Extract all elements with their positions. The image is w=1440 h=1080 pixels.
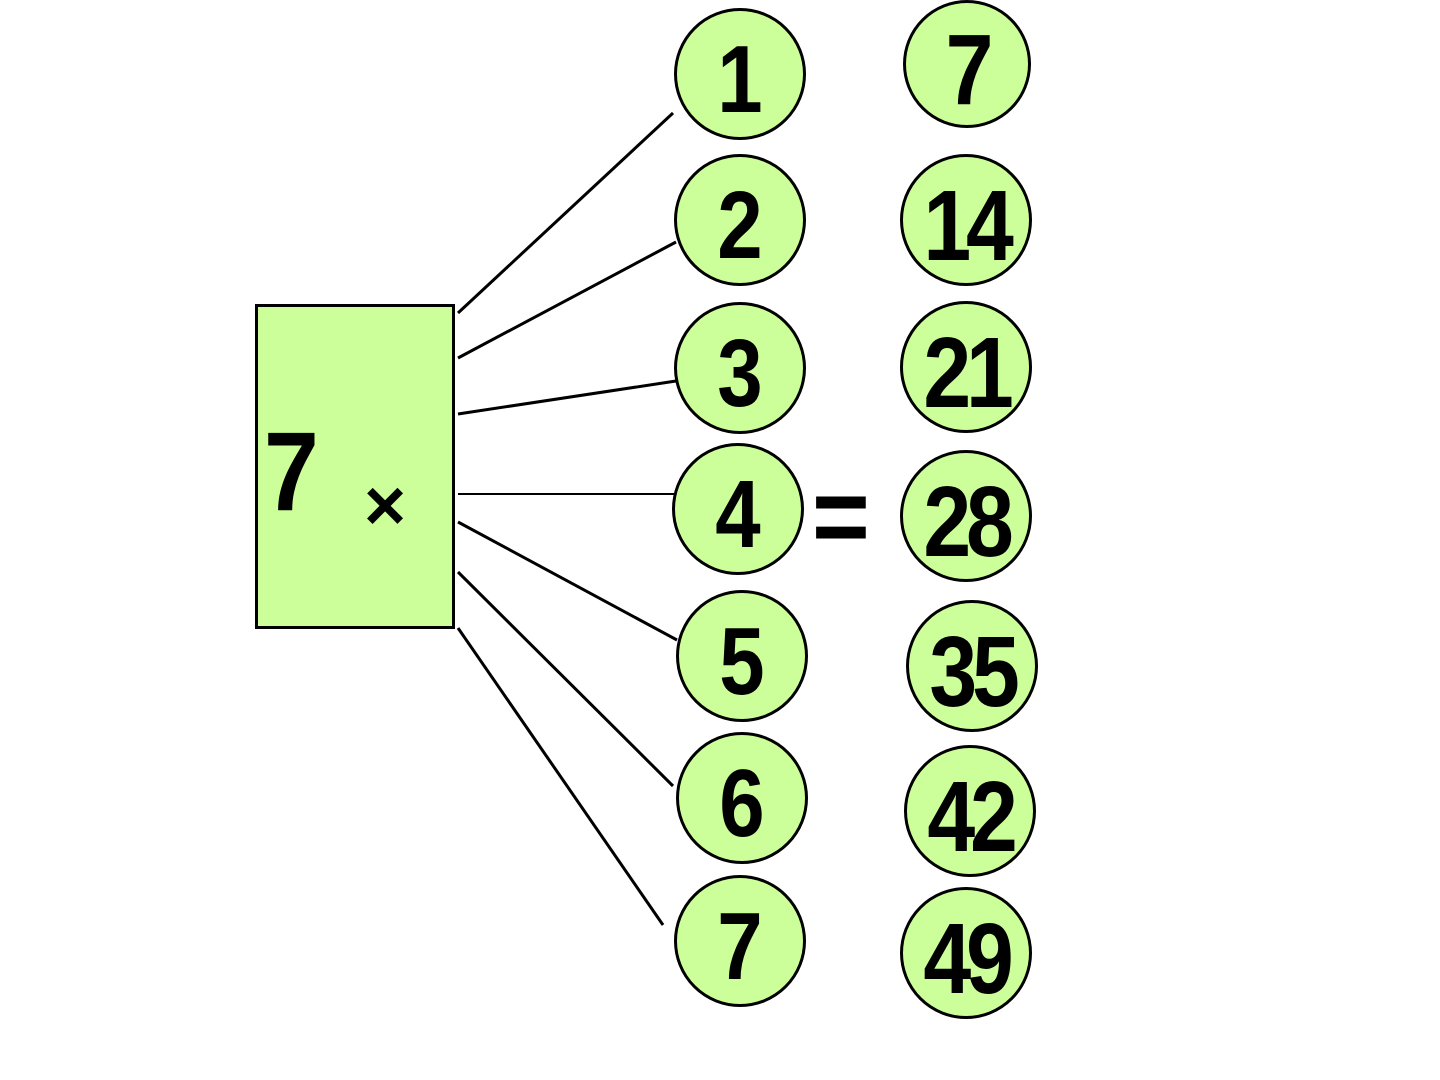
- factor-circle-5: [676, 590, 808, 722]
- connector-line-2: [457, 240, 677, 360]
- factor-circle-4: [672, 443, 804, 575]
- factor-circle-1: [674, 8, 806, 140]
- factor-label-2: 2: [717, 172, 763, 279]
- factor-label-6: 6: [719, 750, 765, 857]
- product-circle-4: [900, 450, 1032, 582]
- connector-line-6: [456, 570, 675, 788]
- factor-label-7: 7: [717, 893, 763, 1000]
- connector-line-1: [456, 111, 675, 315]
- equals-sign: =: [812, 455, 870, 578]
- product-circle-5: [906, 600, 1038, 732]
- factor-circle-3: [674, 302, 806, 434]
- factor-circle-2: [674, 154, 806, 286]
- product-circle-7: [900, 887, 1032, 1019]
- product-label-4: 28: [923, 466, 1014, 578]
- connector-line-5: [457, 520, 678, 642]
- product-circle-3: [900, 301, 1032, 433]
- product-label-6: 42: [927, 761, 1018, 873]
- factor-label-1: 1: [717, 26, 763, 133]
- product-circle-1: [903, 0, 1031, 128]
- factor-label-4: 4: [715, 461, 761, 568]
- factor-label-5: 5: [719, 608, 765, 715]
- connector-line-3: [457, 379, 677, 416]
- factor-label-3: 3: [717, 320, 763, 427]
- product-label-3: 21: [923, 317, 1014, 429]
- factor-circle-7: [674, 875, 806, 1007]
- multiplier-box: [255, 304, 455, 629]
- product-label-7: 49: [923, 903, 1014, 1015]
- product-circle-2: [900, 154, 1032, 286]
- product-label-2: 14: [923, 170, 1014, 282]
- product-label-5: 35: [929, 616, 1020, 728]
- multiplier-number: 7: [264, 409, 319, 534]
- product-label-1: 7: [945, 14, 994, 126]
- times-sign: ×: [364, 466, 407, 546]
- product-circle-6: [904, 745, 1036, 877]
- connector-line-7: [456, 627, 665, 926]
- factor-circle-6: [676, 732, 808, 864]
